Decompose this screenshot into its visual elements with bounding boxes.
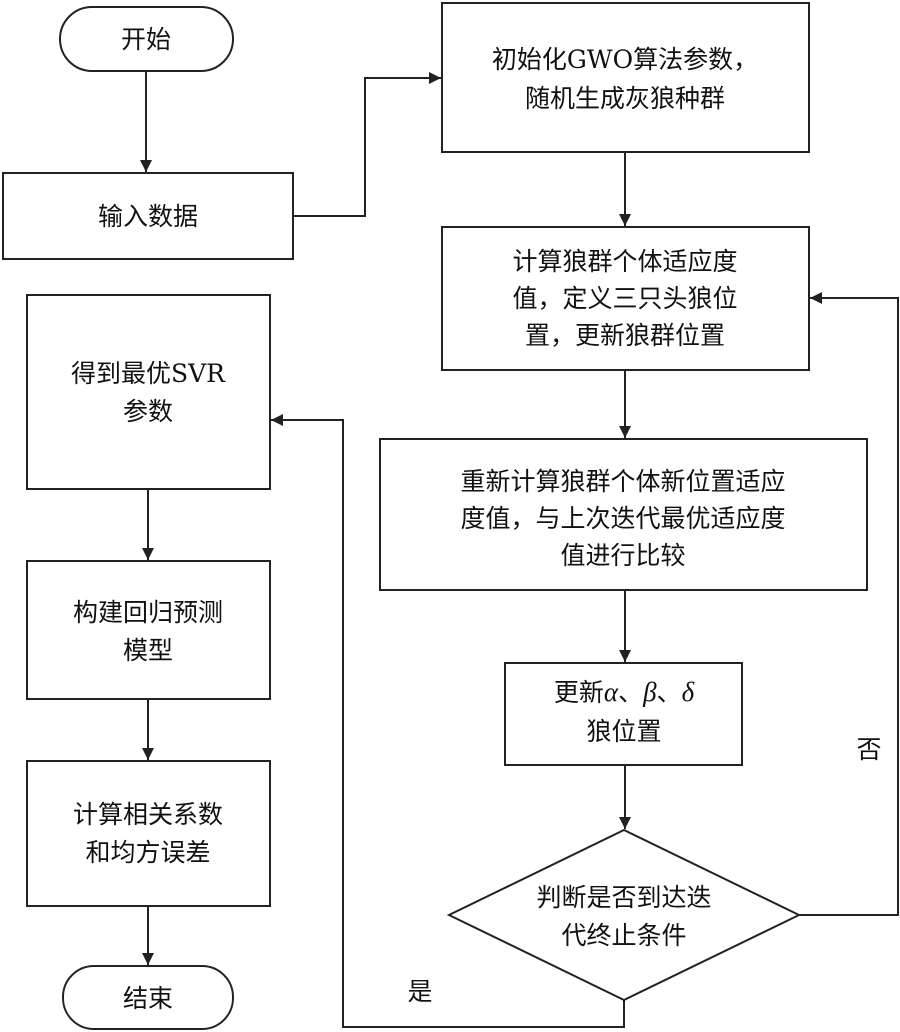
beta-symbol: β: [642, 677, 657, 707]
fitness-node: 计算狼群个体适应度 值，定义三只头狼位 置，更新狼群位置: [441, 226, 810, 371]
recompute-label-1: 重新计算狼群个体新位置适应: [460, 467, 785, 496]
fitness-label-1: 计算狼群个体适应度: [512, 247, 737, 276]
arrow-yes-to-best-params: [271, 414, 625, 1028]
compute-metrics-label-1: 计算相关系数: [73, 800, 223, 829]
compute-metrics-node: 计算相关系数 和均方误差: [26, 760, 271, 907]
update-positions-node: 更新α、β、δ 狼位置: [504, 662, 743, 766]
build-model-label-2: 模型: [123, 636, 173, 665]
init-gwo-label-1: 初始化GWO算法参数，: [492, 45, 758, 74]
no-label: 否: [856, 735, 881, 764]
input-data-label: 输入数据: [98, 202, 198, 231]
alpha-symbol: α: [604, 677, 619, 707]
fitness-label-2: 值，定义三只头狼位: [512, 284, 737, 313]
update-positions-label-2: 狼位置: [586, 717, 661, 746]
best-svr-params-label-2: 参数: [123, 397, 173, 426]
compute-metrics-label-2: 和均方误差: [85, 838, 210, 867]
fitness-label-3: 置，更新狼群位置: [525, 321, 725, 350]
build-model-node: 构建回归预测 模型: [26, 560, 271, 700]
start-label: 开始: [121, 25, 171, 54]
termination-label-2: 代终止条件: [561, 921, 686, 950]
arrow-no-loop-back: [799, 292, 899, 916]
separator-2: 、: [657, 678, 682, 707]
update-positions-label-1: 更新α、β、δ: [554, 677, 695, 707]
termination-label-1: 判断是否到达迭: [536, 883, 711, 912]
delta-symbol: δ: [682, 677, 695, 707]
termination-decision: 判断是否到达迭 代终止条件: [446, 828, 802, 1002]
init-gwo-label-2: 随机生成灰狼种群: [525, 84, 725, 113]
separator-1: 、: [618, 678, 643, 707]
init-gwo-node: 初始化GWO算法参数， 随机生成灰狼种群: [441, 2, 810, 153]
recompute-label-3: 值进行比较: [560, 541, 685, 570]
best-svr-params-label-1: 得到最优SVR: [71, 359, 226, 388]
arrow-input-to-init: [293, 72, 441, 217]
build-model-label-1: 构建回归预测: [73, 598, 223, 627]
recompute-label-2: 度值，与上次迭代最优适应度: [460, 504, 785, 533]
yes-label: 是: [407, 977, 432, 1006]
end-label: 结束: [123, 984, 173, 1013]
recompute-node: 重新计算狼群个体新位置适应 度值，与上次迭代最优适应度 值进行比较: [379, 438, 868, 591]
input-data-node: 输入数据: [2, 172, 294, 260]
end-node: 结束: [62, 965, 234, 1030]
start-node: 开始: [59, 6, 234, 72]
update-prefix: 更新: [554, 678, 604, 707]
best-svr-params-node: 得到最优SVR 参数: [26, 294, 271, 490]
